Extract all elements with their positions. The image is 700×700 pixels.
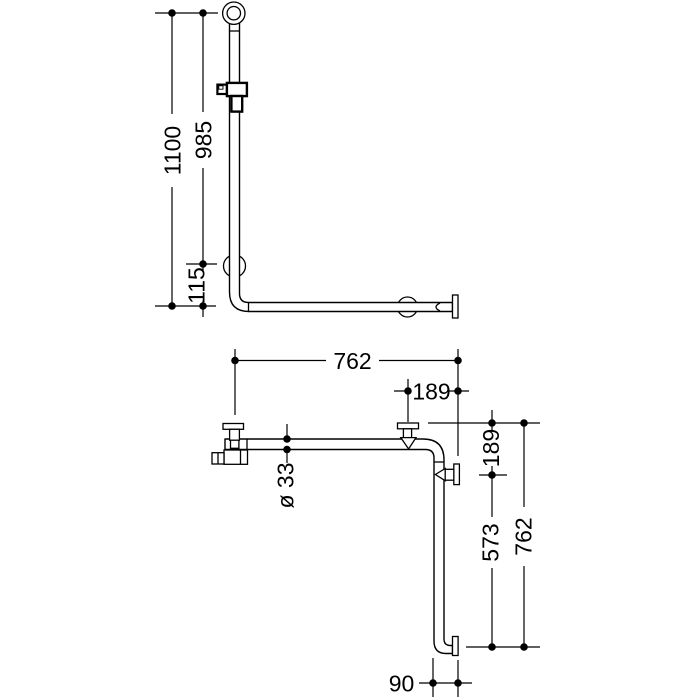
dim-label-top-to-lower-mount: 985 — [191, 121, 217, 159]
dim-dot — [520, 643, 528, 651]
dim-label-mount-to-corner-wall: 189 — [412, 379, 450, 405]
dim-dot — [283, 445, 291, 454]
bracket-clamp — [399, 436, 418, 451]
slider-body — [225, 81, 249, 98]
bracket-cap — [222, 422, 245, 430]
bracket-cap — [453, 463, 461, 486]
dim-dot — [199, 302, 207, 310]
dim-dot — [454, 679, 462, 687]
dim-dot — [231, 356, 239, 365]
end-cap-arc — [435, 302, 441, 312]
side-view-dimensions: 1100 985 115 — [155, 9, 218, 317]
dim-label-side-mount-to-end: 573 — [478, 523, 504, 561]
dim-label-wall-to-side-mount: 189 — [478, 429, 504, 467]
slider-knob-detail — [218, 85, 224, 90]
wall-bracket-side — [434, 463, 461, 486]
wall-plate-bottom — [451, 635, 459, 657]
dim-dot — [404, 387, 412, 395]
dim-label-lower-mount-to-rail: 115 — [184, 267, 210, 304]
dim-label-end-offset: 90 — [389, 671, 415, 697]
bracket-stem — [402, 428, 413, 439]
top-ring-inner — [226, 5, 242, 21]
dim-label-tube-diameter: ø 33 — [273, 462, 299, 508]
wall-bracket-left — [222, 422, 245, 449]
dim-dot — [429, 679, 437, 687]
plan-view-dimensions: 762 189 189 573 7 — [231, 348, 540, 697]
rail-tube-side — [228, 20, 454, 313]
dim-label-vertical-leg: 762 — [511, 517, 537, 555]
dim-dot — [488, 643, 496, 651]
end-support-body — [223, 449, 249, 465]
plan-view: 762 189 189 573 7 — [211, 348, 540, 697]
bracket-stem — [444, 468, 455, 481]
wall-flange-side — [451, 294, 459, 319]
rail-tube-plan — [224, 438, 454, 655]
wall-bracket-middle — [396, 422, 420, 451]
dim-dot — [454, 387, 462, 395]
end-support-left — [211, 449, 249, 465]
side-view: 1100 985 115 — [155, 1, 459, 319]
dim-label-total-height: 1100 — [160, 126, 186, 175]
bracket-clamp — [229, 440, 240, 449]
dim-dot — [454, 356, 462, 365]
dim-label-horizontal-leg: 762 — [333, 348, 371, 374]
dim-dot — [168, 302, 176, 310]
bracket-clamp — [434, 467, 446, 482]
dim-dot — [283, 435, 291, 443]
shower-holder-cone — [230, 94, 244, 113]
bracket-stem — [228, 428, 241, 441]
bracket-cap — [396, 422, 420, 430]
